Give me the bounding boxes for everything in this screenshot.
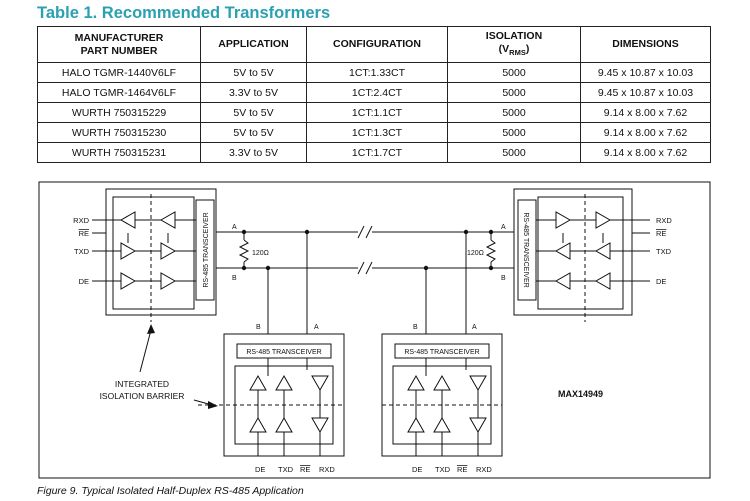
cell-part: WURTH 750315229 <box>37 102 201 123</box>
cell-application: 5V to 5V <box>200 122 307 143</box>
header-dimensions: DIMENSIONS <box>580 26 711 63</box>
cell-isolation: 5000 <box>447 62 581 83</box>
cell-configuration: 1CT:1.7CT <box>306 142 448 163</box>
right-node-a: A <box>501 224 506 231</box>
cell-dimensions: 9.14 x 8.00 x 7.62 <box>580 142 711 163</box>
right-transceiver-label: RS-485 TRANSCEIVER <box>522 212 529 287</box>
part-number-label: MAX14949 <box>558 389 603 399</box>
cell-isolation: 5000 <box>447 82 581 103</box>
table-row: HALO TGMR-1440V6LF 5V to 5V 1CT:1.33CT 5… <box>37 62 711 83</box>
bottom-1-pin-rxd: RXD <box>319 465 335 474</box>
cell-part: HALO TGMR-1440V6LF <box>37 62 201 83</box>
cell-part: WURTH 750315230 <box>37 122 201 143</box>
table-row: WURTH 750315229 5V to 5V 1CT:1.1CT 5000 … <box>37 102 711 123</box>
cell-dimensions: 9.14 x 8.00 x 7.62 <box>580 122 711 143</box>
bottom-1-pin-txd: TXD <box>278 465 294 474</box>
bottom-2-pin-rxd: RXD <box>476 465 492 474</box>
bottom-transceiver-1-label: RS-485 TRANSCEIVER <box>246 349 321 356</box>
isolation-barrier-callout: INTEGRATED ISOLATION BARRIER <box>100 324 218 409</box>
barrier-label-line2: ISOLATION BARRIER <box>100 391 185 401</box>
bottom-1-node-a: A <box>314 324 319 331</box>
cell-part: HALO TGMR-1464V6LF <box>37 82 201 103</box>
cell-dimensions: 9.14 x 8.00 x 7.62 <box>580 102 711 123</box>
left-transceiver-label: RS-485 TRANSCEIVER <box>203 212 210 287</box>
cell-configuration: 1CT:1.33CT <box>306 62 448 83</box>
bottom-1-pin-de: DE <box>255 465 265 474</box>
header-part-number: MANUFACTURER PART NUMBER <box>37 26 201 63</box>
recommended-transformers-table: MANUFACTURER PART NUMBER APPLICATION CON… <box>37 26 711 163</box>
right-resistor-label: 120Ω <box>467 250 484 257</box>
right-pin-txd: TXD <box>656 247 672 256</box>
header-application: APPLICATION <box>200 26 307 63</box>
cell-isolation: 5000 <box>447 122 581 143</box>
cell-configuration: 1CT:2.4CT <box>306 82 448 103</box>
left-node-a: A <box>232 224 237 231</box>
barrier-label-line1: INTEGRATED <box>115 379 169 389</box>
left-transceiver: RS-485 TRANSCEIVER RXD RE TXD DE <box>73 188 217 322</box>
bottom-2-pin-de: DE <box>412 465 422 474</box>
figure-caption: Figure 9. Typical Isolated Half-Duplex R… <box>37 485 304 497</box>
header-isolation: ISOLATION (VRMS) <box>447 26 581 63</box>
bottom-1-node-b: B <box>256 324 261 331</box>
cell-dimensions: 9.45 x 10.87 x 10.03 <box>580 62 711 83</box>
right-pin-rxd: RXD <box>656 216 672 225</box>
right-node-b: B <box>501 275 506 282</box>
cell-configuration: 1CT:1.3CT <box>306 122 448 143</box>
rs485-bus: A B A B 120Ω 120Ω <box>216 224 514 334</box>
bottom-transceiver-1: RS-485 TRANSCEIVER B A DE TXD RE RXD <box>198 324 345 474</box>
bottom-transceiver-2-label: RS-485 TRANSCEIVER <box>404 349 479 356</box>
cell-application: 3.3V to 5V <box>200 142 307 163</box>
bottom-2-pin-re: RE <box>457 465 467 474</box>
right-pin-re: RE <box>656 229 666 238</box>
bottom-2-pin-txd: TXD <box>435 465 451 474</box>
cell-isolation: 5000 <box>447 142 581 163</box>
cell-isolation: 5000 <box>447 102 581 123</box>
header-configuration: CONFIGURATION <box>306 26 448 63</box>
table-row: WURTH 750315230 5V to 5V 1CT:1.3CT 5000 … <box>37 122 711 143</box>
cell-application: 5V to 5V <box>200 62 307 83</box>
cell-part: WURTH 750315231 <box>37 142 201 163</box>
cell-application: 5V to 5V <box>200 102 307 123</box>
bottom-1-pin-re: RE <box>300 465 310 474</box>
right-transceiver: RS-485 TRANSCEIVER RXD RE TXD DE <box>513 188 672 322</box>
cell-dimensions: 9.45 x 10.87 x 10.03 <box>580 82 711 103</box>
bottom-transceiver-2: RS-485 TRANSCEIVER B A DE TXD RE RXD <box>381 324 503 474</box>
right-pin-de: DE <box>656 277 666 286</box>
table-row: WURTH 750315231 3.3V to 5V 1CT:1.7CT 500… <box>37 142 711 163</box>
table-row: HALO TGMR-1464V6LF 3.3V to 5V 1CT:2.4CT … <box>37 82 711 103</box>
left-pin-re: RE <box>79 229 89 238</box>
left-pin-txd: TXD <box>74 247 90 256</box>
figure-frame <box>38 181 711 479</box>
cell-application: 3.3V to 5V <box>200 82 307 103</box>
left-pin-rxd: RXD <box>73 216 89 225</box>
bottom-2-node-b: B <box>413 324 418 331</box>
cell-configuration: 1CT:1.1CT <box>306 102 448 123</box>
left-resistor-label: 120Ω <box>252 250 269 257</box>
rs485-application-diagram: RS-485 TRANSCEIVER RXD RE TXD DE <box>38 181 711 479</box>
table-title: Table 1. Recommended Transformers <box>37 4 331 22</box>
left-node-b: B <box>232 275 237 282</box>
bottom-2-node-a: A <box>472 324 477 331</box>
table-header-row: MANUFACTURER PART NUMBER APPLICATION CON… <box>37 26 711 63</box>
left-pin-de: DE <box>79 277 89 286</box>
